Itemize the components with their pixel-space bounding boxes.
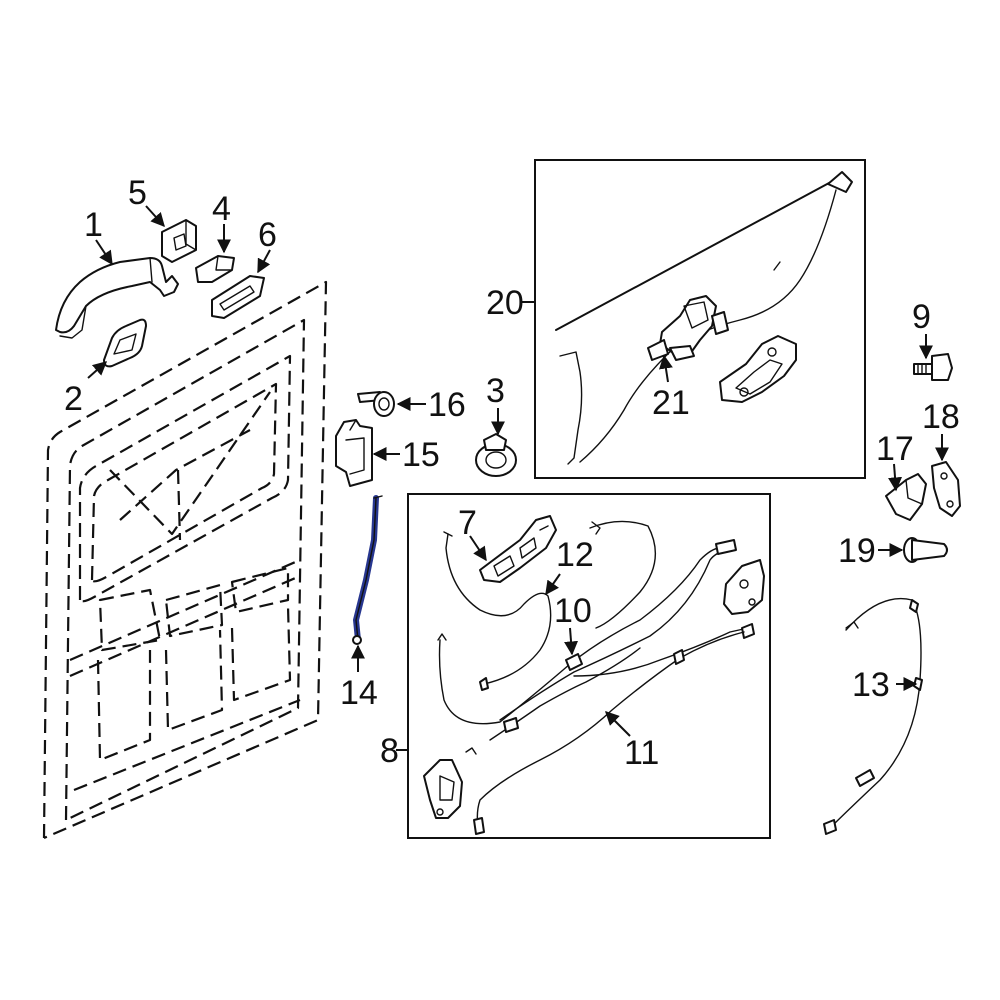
handle-cap-part [195,255,235,283]
callout-7-leader [469,535,487,562]
handle-bracket-part [161,219,197,263]
callout-18: 18 [922,398,960,436]
callout-11: 11 [624,734,659,772]
callout-6: 6 [258,216,277,254]
callout-21: 21 [652,384,690,422]
mounting-plate-part [931,461,961,517]
callout-3: 3 [486,372,505,410]
callout-9: 9 [912,298,931,336]
cable-kit-box [407,493,771,839]
callout-8: 8 [380,732,399,770]
callout-1-leader [95,239,113,266]
cap-gasket-part [211,275,265,319]
callout-21-leader [658,354,673,383]
grommet-part [475,433,517,477]
pin-part [903,537,948,563]
cable-bundle-part [437,520,755,755]
callout-16: 16 [428,386,466,424]
callout-14: 14 [340,674,378,712]
screw-part [913,353,953,381]
callout-4: 4 [212,190,231,228]
latch-assembly-box [534,159,866,479]
release-cable-part [823,598,923,835]
callout-17: 17 [876,430,914,468]
callout-15: 15 [402,436,440,474]
outer-cable-part [473,631,745,835]
callout-19: 19 [838,532,876,570]
outside-handle-part [55,257,179,339]
door-outline [42,280,328,840]
callout-11-leader [605,711,631,737]
callout-20: 20 [486,284,524,322]
callout-5: 5 [128,174,147,212]
inner-latch-part [723,559,765,615]
callout-12-leader [545,573,561,596]
inside-cable-part [443,531,552,691]
bolt-part [357,391,395,417]
lock-rod-part [352,495,383,645]
callout-17-leader [888,463,903,492]
small-bracket-part [885,473,927,521]
callout-12: 12 [556,536,594,574]
callout-10: 10 [554,592,592,630]
lock-rod-highlight [353,495,379,643]
callout-1: 1 [84,206,103,244]
callout-5-leader [145,205,165,228]
lower-latch-part [423,759,463,819]
callout-13: 13 [852,666,890,704]
callout-2-leader [87,361,108,379]
latch-assembly-part [555,171,853,465]
striker-bracket-part [335,419,373,487]
callout-10-leader [564,627,579,656]
callout-6-leader [257,249,271,274]
callout-7: 7 [458,504,477,542]
handle-gasket-part [103,318,147,368]
cable-bracket-part [479,515,557,583]
callout-2: 2 [64,380,83,418]
